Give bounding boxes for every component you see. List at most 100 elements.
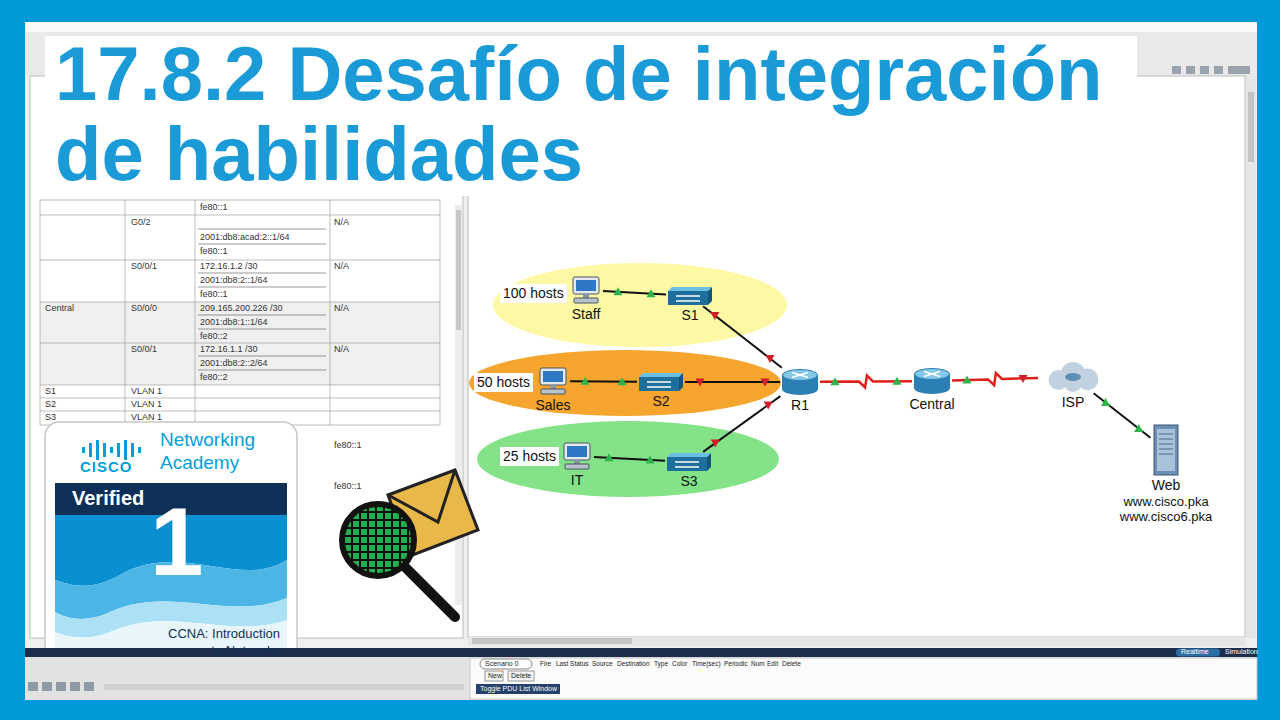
tool-icon	[1214, 66, 1223, 74]
router-arrow	[792, 373, 808, 378]
label-slot: fe80::2	[200, 373, 228, 383]
switch-icon: S1	[668, 287, 712, 305]
label-slot: S0/0/0	[131, 304, 157, 314]
link-light	[830, 377, 839, 385]
switch-icon	[668, 287, 712, 305]
device-icon	[84, 682, 94, 691]
pc-icon: Sales	[538, 367, 568, 395]
label-slot: VLAN 1	[131, 400, 162, 410]
server-slot	[1159, 434, 1173, 435]
pc-monitor	[573, 277, 599, 294]
label-slot: Destination	[617, 660, 650, 667]
label-slot: Type	[654, 660, 668, 667]
pdu-list-pane	[470, 658, 1257, 699]
grid-line	[40, 411, 440, 412]
scenario-box	[480, 659, 532, 669]
device-icon	[56, 682, 66, 691]
table-grid	[40, 200, 440, 425]
label-slot: Simulation	[1225, 648, 1258, 656]
tool-icon	[1186, 66, 1195, 74]
label-slot: fe80::1	[200, 203, 228, 213]
button	[485, 671, 503, 681]
label-slot: 172.16.1.1 /30	[200, 345, 258, 355]
grid-line	[40, 200, 440, 201]
label-slot: 2001:db8:1::1/64	[200, 318, 268, 328]
table-cell: N/A	[334, 262, 349, 272]
device-name: ISP	[1062, 394, 1085, 411]
academy-name: Networking Academy	[160, 428, 285, 474]
switch-side	[708, 287, 712, 305]
label-slot: 2001:db8:2::2/64	[200, 359, 268, 369]
switch-arrow	[675, 466, 699, 468]
pc-icon	[538, 367, 568, 395]
video-title: 17.8.2 Desafío de integración de habilid…	[55, 34, 1155, 194]
device-name: Central	[909, 396, 954, 413]
label-slot: fe80::2	[200, 332, 228, 342]
band-ellipse	[477, 421, 779, 497]
label-slot: Fire	[540, 660, 551, 667]
column-header: Delete	[782, 660, 801, 667]
link-light	[962, 376, 971, 384]
window-body	[25, 22, 1257, 700]
cisco-wordmark: CISCO	[80, 459, 133, 476]
table-cell: S0/0/0	[131, 304, 157, 314]
table-row-shade	[40, 302, 440, 385]
magnifier-envelope-icon	[342, 470, 478, 617]
label-slot: S2	[45, 400, 56, 410]
grid-line	[40, 260, 440, 261]
logo-bar	[89, 443, 92, 457]
label-slot: Periodic	[724, 660, 747, 667]
band-label-slot: 100 hosts	[500, 284, 567, 303]
pc-icon	[562, 442, 592, 470]
band-ellipse	[493, 263, 787, 347]
link-light	[1019, 375, 1028, 383]
pc-base	[541, 389, 565, 394]
label-slot: S0/0/1	[131, 345, 157, 355]
label-slot: fe80::1	[200, 247, 228, 257]
scrollbar	[468, 637, 1245, 646]
field-line	[198, 315, 326, 316]
pc-base	[574, 298, 598, 303]
switch-front	[668, 291, 708, 305]
server-slot	[1159, 449, 1173, 450]
table-cell: S0/0/1	[131, 345, 157, 355]
label-slot: Realtime	[1181, 648, 1209, 656]
table-cell: Central	[45, 304, 74, 314]
host-group-band: 50 hostsSalesS2	[468, 349, 782, 417]
link-light	[764, 401, 773, 409]
switch-icon: S3	[667, 453, 711, 471]
router-top	[915, 369, 950, 380]
server-case	[1154, 425, 1178, 475]
switch-front	[667, 457, 707, 471]
serial-link	[952, 373, 1038, 385]
grid-line	[40, 343, 440, 344]
router-icon: R1	[782, 369, 818, 395]
label-slot: 1	[150, 494, 203, 590]
logo-bar	[131, 443, 134, 457]
label-slot: Source	[592, 660, 613, 667]
switch-icon	[667, 453, 711, 471]
label-slot: Time(sec)	[692, 660, 721, 667]
bottom-panel	[25, 657, 1257, 700]
switch-arrow	[676, 295, 700, 297]
pc-stand	[574, 460, 580, 464]
label-slot: fe80::1	[334, 441, 362, 451]
grid-line	[195, 200, 196, 425]
badge-verified: Verified	[72, 487, 144, 509]
label-slot: Scenario 0	[485, 660, 518, 668]
router-icon	[782, 369, 818, 395]
table-cell: N/A	[334, 218, 349, 228]
router-body	[914, 382, 950, 394]
table-cell: fe80::1	[200, 247, 228, 257]
switch-top	[639, 373, 683, 377]
pc-stand	[550, 385, 556, 389]
switch-arrow	[675, 461, 699, 463]
scroll-thumb	[472, 638, 632, 644]
column-header: Periodic	[724, 660, 747, 667]
device-name: Web	[1152, 477, 1181, 494]
table-cell: 2001:db8:1::1/64	[200, 318, 268, 328]
field-lines	[198, 229, 326, 370]
pc-icon	[571, 276, 601, 304]
column-header: Type	[654, 660, 668, 667]
scenario-select: Scenario 0	[485, 660, 518, 668]
